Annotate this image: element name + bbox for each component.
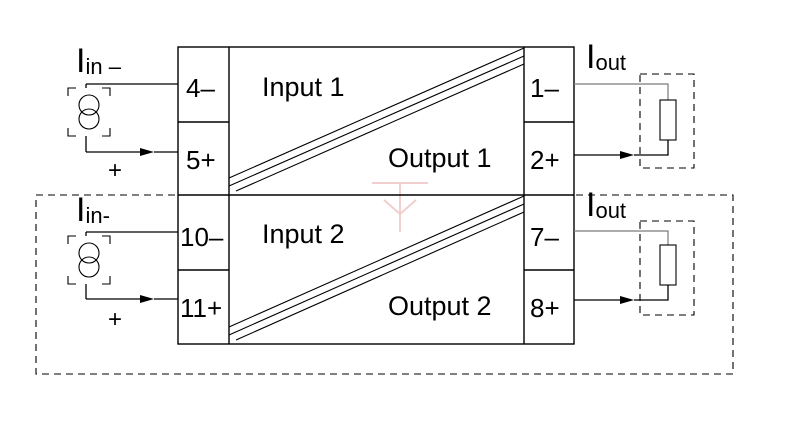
plus-sign-1: + [108, 157, 122, 184]
pin-label-4: 4– [186, 73, 215, 103]
arrow-out-2 [620, 296, 634, 304]
pin-label-11: 11+ [180, 293, 222, 323]
source-label-1: Iin – [76, 42, 122, 80]
load-enclosure-2 [639, 220, 695, 316]
pin-label-10: 10– [180, 222, 224, 252]
load-resistor-1 [659, 99, 677, 141]
wire-out-neg-2 [574, 230, 669, 245]
plus-sign-2: + [108, 306, 122, 333]
wire-out-neg-1 [574, 83, 669, 100]
pin-label-1: 1– [530, 73, 559, 103]
pin-label-7: 7– [530, 222, 559, 252]
load-enclosure-1 [639, 73, 695, 169]
load-resistor-2 [659, 244, 677, 286]
current-source-1 [67, 84, 111, 152]
load-label-1: Iout [586, 38, 626, 76]
watermark-logo [372, 182, 428, 232]
source-label-2: Iin- [76, 191, 110, 229]
input-label-1: Input 1 [262, 72, 345, 102]
pin-label-5: 5+ [186, 145, 216, 175]
arrow-in-1 [140, 148, 154, 156]
output-label-1: Output 1 [388, 143, 492, 173]
current-source-2 [67, 232, 111, 299]
arrow-out-1 [620, 151, 634, 159]
pin-label-2: 2+ [530, 145, 560, 175]
module-block [177, 46, 575, 345]
input-label-2: Input 2 [262, 219, 345, 249]
pin-label-8: 8+ [530, 293, 560, 323]
isolation-barrier-2 [228, 195, 525, 341]
load-label-2: Iout [586, 186, 626, 224]
channel-2-enclosure [35, 194, 734, 375]
isolation-barrier-1 [228, 47, 525, 192]
arrow-in-2 [140, 295, 154, 303]
output-label-2: Output 2 [388, 291, 492, 321]
